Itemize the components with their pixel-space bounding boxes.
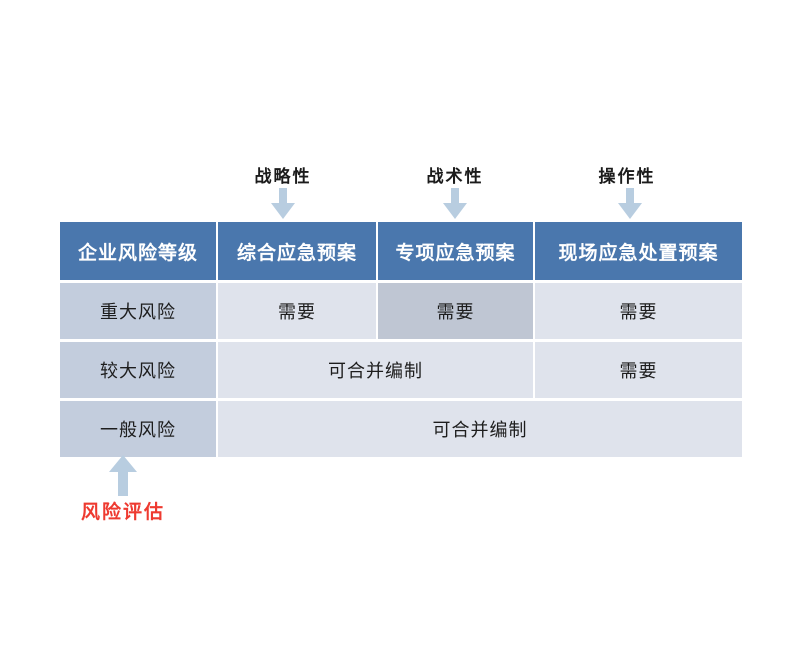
annotation-label-tactical: 战术性: [426, 167, 484, 187]
cell-major-onsite: 需要: [535, 283, 742, 342]
annotation-label-risk-assessment: 风险评估: [80, 501, 166, 523]
cell-large-merged-plan: 可合并编制: [218, 342, 535, 401]
row-header-general-risk: 一般风险: [60, 401, 218, 457]
table-row: 一般风险 可合并编制: [60, 401, 742, 457]
cell-general-merged-plan: 可合并编制: [218, 401, 742, 457]
column-header-risk-level: 企业风险等级: [60, 222, 218, 283]
risk-plan-matrix-table: 企业风险等级 综合应急预案 专项应急预案 现场应急处置预案 重大风险 需要 需要…: [60, 222, 742, 457]
arrow-down-icon-operational: [615, 188, 645, 220]
column-header-comprehensive: 综合应急预案: [218, 222, 378, 283]
cell-major-special-highlighted: 需要: [378, 283, 535, 342]
table-header-row: 企业风险等级 综合应急预案 专项应急预案 现场应急处置预案: [60, 222, 742, 283]
table-row: 重大风险 需要 需要 需要: [60, 283, 742, 342]
arrow-down-icon-strategic: [268, 188, 298, 220]
column-header-onsite-disposal: 现场应急处置预案: [535, 222, 742, 283]
column-header-special: 专项应急预案: [378, 222, 535, 283]
cell-major-comprehensive: 需要: [218, 283, 378, 342]
annotation-label-strategic: 战略性: [254, 167, 312, 187]
arrow-up-icon-risk-assessment: [107, 455, 139, 497]
cell-large-onsite: 需要: [535, 342, 742, 401]
table-row: 较大风险 可合并编制 需要: [60, 342, 742, 401]
row-header-large-risk: 较大风险: [60, 342, 218, 401]
annotation-label-operational: 操作性: [598, 167, 656, 187]
row-header-major-risk: 重大风险: [60, 283, 218, 342]
arrow-down-icon-tactical: [440, 188, 470, 220]
